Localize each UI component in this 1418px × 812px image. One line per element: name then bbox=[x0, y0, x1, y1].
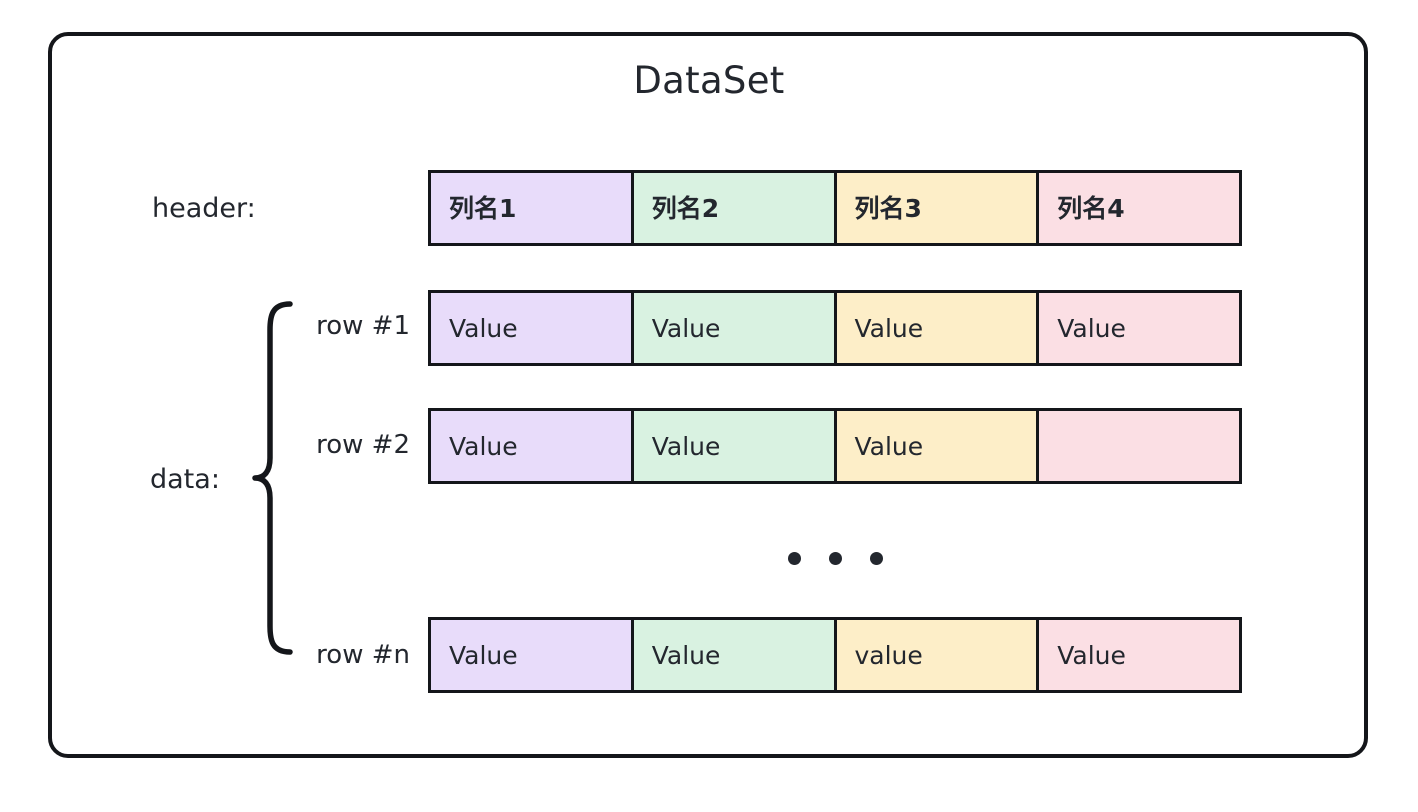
header-cell-1: 列名1 bbox=[431, 173, 634, 243]
table-header-row: 列名1 列名2 列名3 列名4 bbox=[428, 170, 1242, 246]
data-cell-rn-c3: value bbox=[836, 620, 1040, 690]
table-row: Value Value Value Value bbox=[428, 290, 1242, 366]
rows-ellipsis bbox=[428, 533, 1242, 583]
data-cell-r2-c2: Value bbox=[633, 411, 837, 481]
diagram-title: DataSet bbox=[633, 59, 785, 102]
data-cell-rn-c2: Value bbox=[633, 620, 837, 690]
header-cell-3: 列名3 bbox=[836, 173, 1040, 243]
curly-brace-icon bbox=[252, 301, 293, 655]
header-section-label: header: bbox=[152, 193, 256, 224]
data-cell-rn-c1: Value bbox=[431, 620, 634, 690]
data-cell-r2-c1: Value bbox=[431, 411, 634, 481]
row-label-n: row #n bbox=[316, 640, 410, 670]
data-cell-rn-c4: Value bbox=[1039, 620, 1239, 690]
ellipsis-dot-2 bbox=[828, 551, 842, 565]
table-row: Value Value value Value bbox=[428, 617, 1242, 693]
ellipsis-dot-1 bbox=[787, 551, 801, 565]
data-cell-r1-c2: Value bbox=[633, 293, 837, 363]
ellipsis-dot-3 bbox=[869, 551, 883, 565]
data-curly-brace bbox=[250, 300, 306, 656]
data-section-label: data: bbox=[150, 464, 220, 495]
data-cell-r1-c3: Value bbox=[836, 293, 1040, 363]
row-label-2: row #2 bbox=[316, 430, 410, 460]
header-cell-2: 列名2 bbox=[633, 173, 837, 243]
data-cell-r1-c1: Value bbox=[431, 293, 634, 363]
data-cell-r2-c3: Value bbox=[836, 411, 1040, 481]
header-cell-4: 列名4 bbox=[1039, 173, 1239, 243]
table-row: Value Value Value bbox=[428, 408, 1242, 484]
row-label-1: row #1 bbox=[316, 311, 410, 341]
data-cell-r2-c4 bbox=[1039, 411, 1239, 481]
data-cell-r1-c4: Value bbox=[1039, 293, 1239, 363]
